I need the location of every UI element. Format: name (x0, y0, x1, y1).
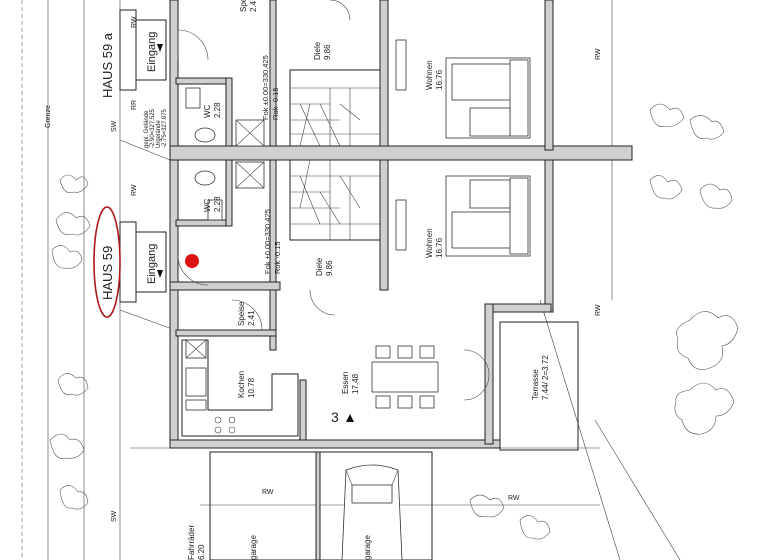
wc-top-area: 2.28 (213, 102, 222, 118)
pantry-label: Speise (237, 301, 246, 326)
garage-label-2: garage (363, 535, 372, 560)
sw-label-2: SW (111, 510, 118, 522)
pantry-area: 2.41 (247, 310, 256, 326)
terrace-area-value: 7.44/ 2=3.72 (541, 355, 550, 400)
living-top-area: 16.76 (435, 69, 444, 90)
stair-number: 3 (331, 409, 339, 425)
entrance-label-top: Eingang (146, 32, 158, 72)
wc-top-label: WC (203, 104, 212, 118)
terrain-label-3: Urgelände (156, 120, 162, 148)
house-59a-label: HAUS 59 a (100, 32, 115, 98)
entrance-arrow-bottom (157, 270, 163, 278)
location-marker (185, 254, 199, 268)
terrain-label-1: gepl. Gelände (144, 110, 150, 148)
sofa-top (395, 39, 531, 139)
wc-bottom-area: 2.28 (213, 196, 222, 212)
terrace-area (499, 321, 579, 451)
rr-label: RR (131, 100, 138, 110)
boundary-label: Grenze (45, 105, 52, 128)
tree-symbols (49, 103, 739, 540)
floor-level-bottom-2: Rok -0.15 (273, 241, 282, 274)
terrace-label: Terrasse (531, 369, 540, 400)
dining-area: 17.48 (351, 373, 360, 394)
house-59-label: HAUS 59 (100, 246, 115, 300)
hall-top-label: Diele (313, 41, 322, 60)
garage-label-1: garage (249, 535, 258, 560)
floor-level-top-2: Rok -0.15 (271, 87, 280, 120)
staircase-top (289, 69, 381, 147)
floor-level-top-1: Fok ±0.00=330.425 (261, 55, 270, 120)
entrance-label-bottom: Eingang (146, 244, 158, 284)
sofa-bottom (395, 175, 531, 257)
rw-label-2: RW (131, 16, 138, 28)
walls (169, 0, 633, 449)
hall-top-area: 9.86 (323, 44, 332, 60)
rw-label-top-right: RW (595, 48, 602, 60)
kitchen-counter (181, 339, 299, 437)
rw-label-1: RW (131, 184, 138, 196)
staircase-bottom (289, 159, 381, 241)
terrain-label-2: -2.90=327.525 (150, 108, 156, 148)
rw-label-right: RW (595, 304, 602, 316)
wc-fixtures (185, 87, 265, 221)
wc-bottom-label: WC (203, 198, 212, 212)
pantry-top-area: 2.4 (249, 0, 258, 12)
entrance-bottom (119, 221, 167, 303)
living-top-label: Wohnen (425, 60, 434, 90)
sw-label-1: SW (111, 120, 118, 132)
house-highlight-ellipse (93, 206, 121, 318)
floor-level-bottom-1: Fok ±0.00=330.425 (263, 209, 272, 274)
entrance-arrow-top (157, 44, 163, 52)
kitchen-area: 10.78 (247, 377, 256, 398)
kitchen-label: Kochen (237, 371, 246, 398)
entrance-top (119, 9, 167, 91)
pantry-top-label: Spei (239, 0, 248, 12)
hall-bottom-label: Diele (315, 257, 324, 276)
car-icon (341, 464, 403, 560)
garage-outline (209, 451, 433, 560)
dining-label: Essen (341, 372, 350, 394)
living-bottom-label: Wohnen (425, 228, 434, 258)
stair-arrow (346, 414, 354, 422)
door-swings (177, 0, 490, 401)
bicycles-label: Fahrräder (187, 525, 196, 560)
dining-table (371, 345, 439, 409)
terrain-label-4: -2.75=327.675 (162, 108, 168, 148)
rw-label-garage-1: RW (262, 489, 274, 496)
bicycles-area: 6.20 (197, 544, 206, 560)
hall-bottom-area: 9.86 (325, 260, 334, 276)
living-bottom-area: 16.76 (435, 237, 444, 258)
rw-label-garage-2: RW (508, 495, 520, 502)
